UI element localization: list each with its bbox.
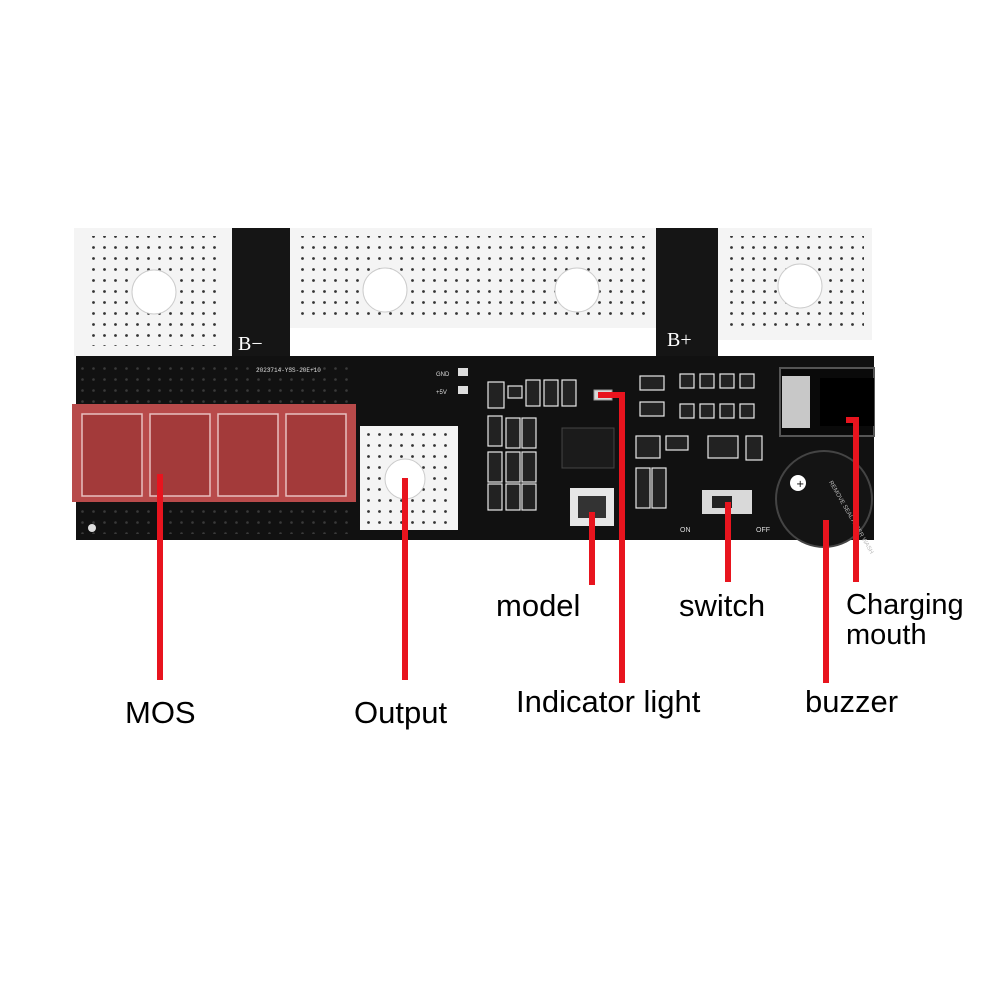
mos-transistor-3	[217, 413, 279, 497]
silk-board-id: 2023714-YSS-20E+10	[256, 367, 321, 374]
label-mos: MOS	[125, 695, 196, 730]
silk-on: ON	[680, 527, 691, 534]
label-model: model	[496, 588, 581, 623]
label-charging-line1: Charging	[846, 589, 964, 621]
label-buzzer: buzzer	[805, 684, 899, 719]
buzzer: + REMOVE SEAL AFTER WASH	[775, 450, 874, 555]
label-output: Output	[354, 695, 448, 730]
terminal-positive-gap	[656, 228, 718, 356]
label-charging-mouth: Charging mouth	[846, 590, 1000, 651]
silk-5v: +5V	[436, 390, 447, 396]
5v-pad	[458, 386, 468, 394]
terminal-negative-gap	[232, 228, 290, 356]
label-switch: switch	[679, 588, 766, 623]
gnd-pad	[458, 368, 468, 376]
nickel-strip-positive	[718, 228, 872, 340]
silk-off: OFF	[756, 527, 770, 534]
leader-lines	[157, 392, 859, 683]
mounting-hole-left	[88, 524, 96, 532]
charging-port	[779, 367, 875, 437]
mos-transistors	[81, 413, 347, 497]
terminal-positive-label: B+	[667, 329, 692, 351]
label-charging-line2: mouth	[846, 619, 927, 652]
terminal-negative-label: B−	[238, 333, 263, 355]
output-pad	[360, 426, 458, 530]
mos-transistor-1	[81, 413, 143, 497]
nickel-strip-middle	[290, 228, 656, 328]
svg-text:+: +	[796, 479, 804, 490]
smd-components	[487, 373, 763, 511]
microcontroller-chip	[561, 427, 615, 469]
silk-gnd: GND	[436, 372, 450, 378]
label-indicator-light: Indicator light	[516, 684, 701, 719]
mos-transistor-4	[285, 413, 347, 497]
nickel-strip-negative	[74, 228, 232, 356]
